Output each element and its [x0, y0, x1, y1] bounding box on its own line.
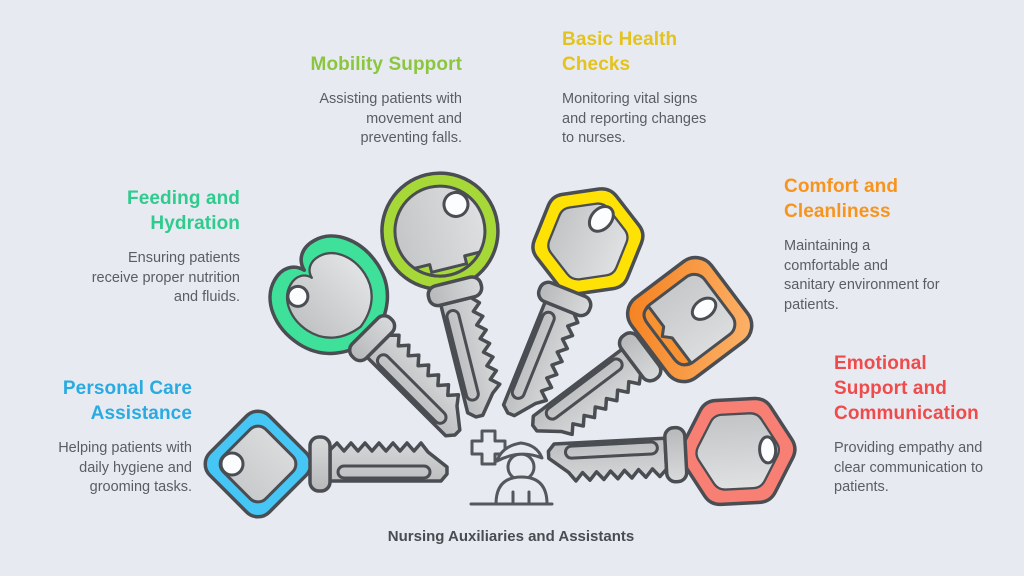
duty-title-line: Assistance: [90, 403, 192, 424]
duty-title: Comfort and Cleanliness: [784, 174, 976, 224]
duty-description: Ensuring patients receive proper nutriti…: [91, 250, 240, 305]
key-comfort-and-cleanliness: [520, 255, 754, 457]
duty-basic-health-checks: Basic Health Checks Monitoring vital sig…: [562, 27, 722, 149]
nurse-cap: [495, 441, 544, 463]
duty-title-line: Mobility Support: [310, 54, 462, 75]
duty-title-line: Communication: [834, 403, 979, 424]
duty-title-line: Comfort and: [784, 176, 899, 197]
duty-title-line: Emotional: [834, 353, 927, 374]
duty-personal-care-assistance: Personal Care Assistance Helping patient…: [20, 376, 192, 498]
duty-title: Mobility Support: [290, 52, 462, 77]
nurse-person-icon: [469, 441, 554, 506]
key-head-accent-band: [642, 305, 693, 367]
duty-description: Maintaining a comfortable and sanitary e…: [784, 238, 940, 313]
duty-title: Feeding and Hydration: [58, 186, 240, 236]
key-head-accent-band: [413, 250, 482, 278]
key-blade: [308, 435, 449, 493]
key-hole: [219, 451, 245, 477]
key-hole: [758, 435, 778, 465]
duty-title-line: Cleanliness: [784, 201, 891, 222]
duty-description: Monitoring vital signs and reporting cha…: [562, 91, 707, 146]
duty-description: Helping patients with daily hygiene and …: [58, 440, 192, 495]
duty-title: Basic Health Checks: [562, 27, 722, 77]
key-blade: [545, 425, 689, 491]
duty-comfort-and-cleanliness: Comfort and Cleanliness Maintaining a co…: [784, 174, 976, 315]
duty-mobility-support: Mobility Support Assisting patients with…: [290, 52, 462, 149]
key-head-inner: [218, 424, 298, 504]
diagram-caption: Nursing Auxiliaries and Assistants: [387, 528, 635, 545]
key-hole: [587, 204, 615, 233]
duty-title-line: Basic Health: [562, 29, 678, 50]
duty-emotional-support-and-communication: Emotional Support and Communication Prov…: [834, 351, 992, 498]
key-mobility-support: [380, 171, 514, 423]
duty-title-line: Support and: [834, 378, 947, 399]
duty-title-line: Feeding and: [127, 188, 240, 209]
key-feeding-and-hydration: [251, 217, 483, 449]
key-personal-care-assistance: [203, 409, 449, 519]
nurse-body: [494, 475, 549, 506]
key-basic-health-checks: [490, 169, 657, 429]
duty-title-line: Checks: [562, 54, 631, 75]
key-hole: [690, 296, 718, 321]
duty-title-line: Hydration: [150, 213, 240, 234]
duty-title: Personal Care Assistance: [20, 376, 192, 426]
medical-plus-icon: [470, 429, 507, 466]
duty-title: Emotional Support and Communication: [834, 351, 992, 426]
duty-description: Assisting patients with movement and pre…: [319, 91, 462, 146]
key-hole: [442, 190, 470, 218]
duty-feeding-and-hydration: Feeding and Hydration Ensuring patients …: [58, 186, 240, 308]
duty-description: Providing empathy and clear communicatio…: [834, 440, 984, 495]
key-hole: [286, 284, 310, 308]
key-emotional-support: [545, 394, 800, 509]
duty-title-line: Personal Care: [62, 378, 192, 399]
